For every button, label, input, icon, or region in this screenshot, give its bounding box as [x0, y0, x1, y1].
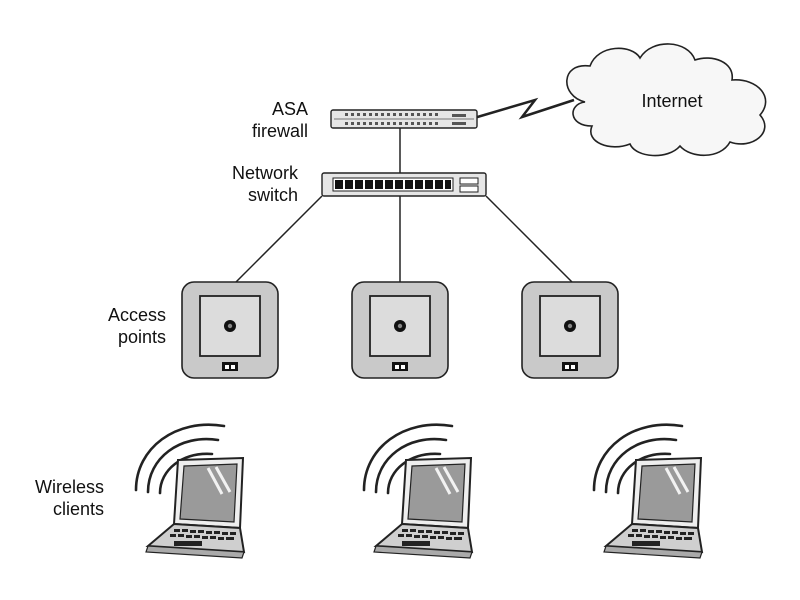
access-point-icon — [181, 281, 279, 379]
switch-label-line2: switch — [247, 185, 298, 205]
wireless-clients-label-line2: clients — [52, 499, 104, 519]
connection-lines — [235, 128, 573, 283]
lightning-link-icon — [473, 97, 575, 120]
laptop-icon — [592, 423, 704, 560]
access-points-label: Access points — [60, 304, 166, 348]
access-points-label-line2: points — [117, 327, 166, 347]
link-switch-ap1 — [235, 195, 323, 283]
firewall-icon — [330, 109, 478, 129]
firewall-label-line2: firewall — [251, 121, 308, 141]
firewall-label: ASA firewall — [200, 98, 308, 142]
switch-label-line1: Network — [231, 163, 298, 183]
cloud-icon — [566, 43, 767, 157]
link-switch-ap3 — [485, 195, 573, 283]
network-switch-icon — [321, 172, 487, 197]
wireless-clients-label: Wireless clients — [6, 476, 104, 520]
laptop-icon — [134, 423, 246, 560]
wireless-clients-label-line1: Wireless — [34, 477, 104, 497]
access-point-icon — [521, 281, 619, 379]
internet-label: Internet — [641, 91, 703, 111]
access-point-icon — [351, 281, 449, 379]
laptop-icon — [362, 423, 474, 560]
firewall-label-line1: ASA — [271, 99, 308, 119]
access-points-label-line1: Access — [107, 305, 166, 325]
switch-label: Network switch — [196, 162, 298, 206]
